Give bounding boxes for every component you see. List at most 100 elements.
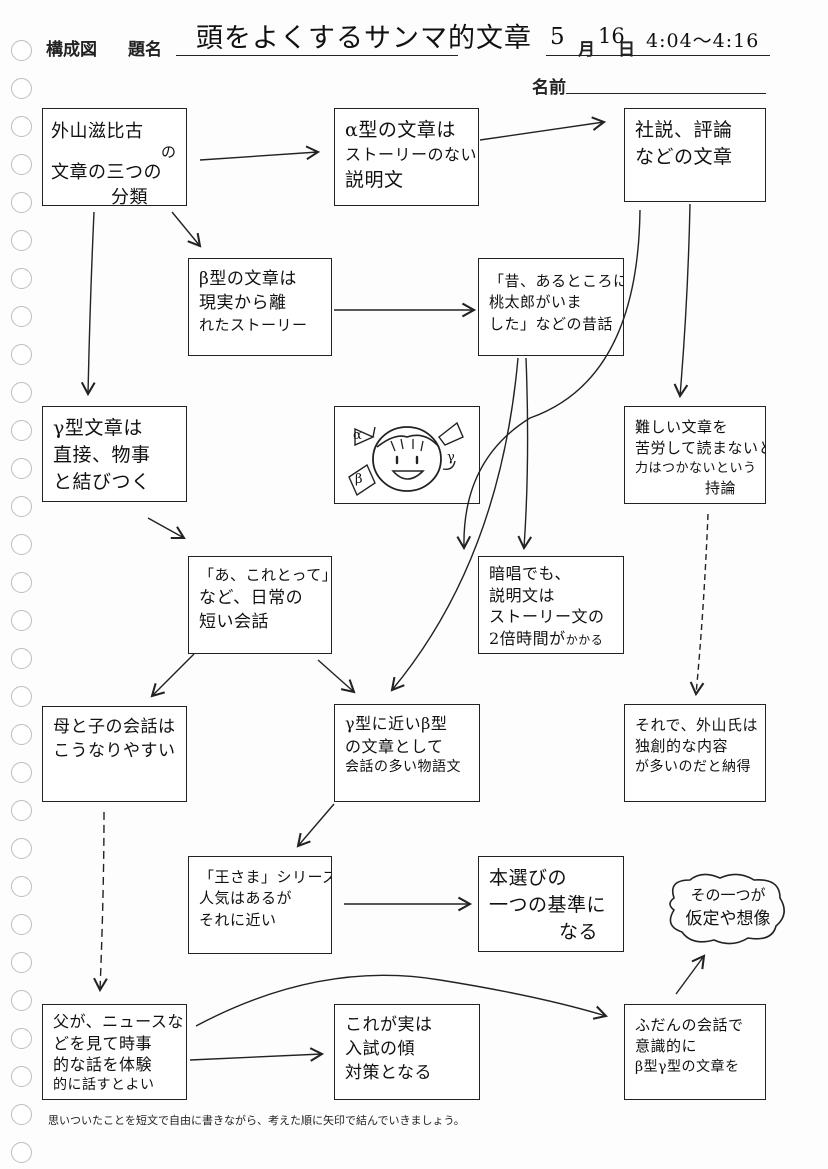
arrow xyxy=(80,211,96,397)
node-gamma-type: γ型文章は 直接、物事 と結びつく xyxy=(42,406,187,502)
node-mother-child: 母と子の会話は こうなりやすい xyxy=(42,706,187,802)
node-line: などの文章 xyxy=(635,145,733,168)
node-line: 人気はあるが xyxy=(199,889,293,908)
node-line: なる xyxy=(559,920,599,943)
illustration-box: α γ β xyxy=(334,406,480,504)
binder-hole xyxy=(11,1028,32,1049)
node-line: 直接、物事 xyxy=(53,443,151,466)
node-line: 本選びの xyxy=(489,867,568,889)
illustration-letter-gamma: γ xyxy=(447,450,456,465)
node-struggle-belief: 難しい文章を 苦労して読まないと 力はつかないという 持論 xyxy=(624,406,766,504)
node-beta-type: β型の文章は 現実から離 れたストーリー xyxy=(188,258,332,356)
thought-cloud xyxy=(669,873,785,945)
binder-hole xyxy=(11,458,32,479)
node-line: これが実は xyxy=(345,1015,433,1035)
binder-hole xyxy=(11,686,32,707)
node-line: 分類 xyxy=(111,187,148,206)
node-line: ふだんの会話で xyxy=(635,1016,744,1034)
node-toyama-originality: それで、外山氏は 独創的な内容 が多いのだと納得 xyxy=(624,704,766,802)
node-line: 母と子の会話は xyxy=(53,717,176,737)
binder-hole xyxy=(11,268,32,289)
title-value: 頭をよくするサンマ的文章 xyxy=(196,23,532,54)
binder-hole xyxy=(11,420,32,441)
arrow xyxy=(296,803,335,848)
node-father-news: 父が、ニュースな どを見て時事 的な話を体験 的に話すとよい xyxy=(42,1004,187,1100)
node-line: α型の文章は xyxy=(345,119,456,141)
node-king-series: 「王さま」シリーズは 人気はあるが それに近い xyxy=(188,856,332,954)
binder-hole xyxy=(11,344,32,365)
binder-hole xyxy=(11,230,32,251)
arrow xyxy=(199,145,321,161)
node-line: 苦労して読まないと xyxy=(635,439,766,458)
binder-hole xyxy=(11,154,32,175)
node-line: γ型文章は xyxy=(53,417,143,439)
arrow xyxy=(195,974,609,1027)
node-line: れたストーリー xyxy=(199,316,308,335)
node-line: 説明文 xyxy=(345,168,404,191)
binder-hole xyxy=(11,1066,32,1087)
arrow xyxy=(93,811,108,993)
composition-label: 構成図 xyxy=(46,40,97,60)
node-line: 意識的に xyxy=(635,1037,698,1056)
node-line: など、日常の xyxy=(199,588,304,609)
cloud-text: その一つが 仮定や想像 xyxy=(672,884,784,932)
node-line: それで、外山氏は xyxy=(635,716,758,734)
arrow xyxy=(171,211,202,248)
node-line: β型γ型の文章を xyxy=(635,1058,740,1075)
arrow xyxy=(317,659,356,694)
arrow xyxy=(673,203,691,399)
girl-face-illustration xyxy=(348,421,464,497)
binder-hole xyxy=(11,192,32,213)
binder-hole xyxy=(11,306,32,327)
node-line: 会話の多い物語文 xyxy=(345,759,461,776)
illustration-letter-alpha: α xyxy=(353,428,363,443)
name-underline xyxy=(566,93,766,94)
binder-hole xyxy=(11,990,32,1011)
arrow xyxy=(479,116,607,141)
time-range: 4:04〜4:16 xyxy=(646,30,760,52)
binder-hole xyxy=(11,40,32,61)
node-line: 暗唱でも、 xyxy=(489,564,572,583)
binder-hole xyxy=(11,876,32,897)
arrow xyxy=(675,954,706,995)
binder-hole xyxy=(11,1104,32,1125)
node-line: が多いのだと納得 xyxy=(635,758,751,775)
binder-hole xyxy=(11,648,32,669)
node-line: 的に話すとよい xyxy=(53,1076,155,1093)
binder-hole xyxy=(11,572,32,593)
node-line: 父が、ニュースな xyxy=(53,1012,184,1031)
node-line: 一つの基準に xyxy=(489,893,607,916)
node-line: 独創的な内容 xyxy=(635,737,729,756)
node-daily-conversation: 「あ、これとって」 など、日常の 短い会話 xyxy=(188,556,332,654)
binder-hole xyxy=(11,496,32,517)
node-line: γ型に近いβ型 xyxy=(345,714,448,733)
date-underline xyxy=(546,55,770,56)
arrow xyxy=(189,1047,325,1062)
node-line: 力はつかないという xyxy=(635,460,757,476)
node-line: 持論 xyxy=(705,479,737,498)
name-label: 名前 xyxy=(532,78,566,98)
node-line: 桃太郎がいま xyxy=(489,293,583,312)
arrow xyxy=(147,517,186,540)
binder-hole xyxy=(11,1142,32,1163)
title-underline xyxy=(176,55,458,56)
title-label: 題名 xyxy=(128,40,162,60)
illustration-letter-beta: β xyxy=(355,472,364,487)
node-line: 的な話を体験 xyxy=(53,1055,153,1075)
node-line-small: かかる xyxy=(565,632,604,647)
node-line: 「あ、これとって」 xyxy=(199,566,332,584)
node-line: 入試の傾 xyxy=(345,1039,415,1060)
binder-hole xyxy=(11,382,32,403)
node-line: こうなりやすい xyxy=(53,741,176,762)
node-line: の文章として xyxy=(345,736,444,756)
date-month: 5 xyxy=(550,24,565,50)
arrow xyxy=(689,513,709,697)
binder-hole xyxy=(11,838,32,859)
binder-hole xyxy=(11,116,32,137)
binder-hole xyxy=(11,800,32,821)
node-line: 文章の三つの xyxy=(51,161,162,183)
date-day: 16 xyxy=(598,24,625,48)
node-line: 現実から離 xyxy=(199,293,287,314)
